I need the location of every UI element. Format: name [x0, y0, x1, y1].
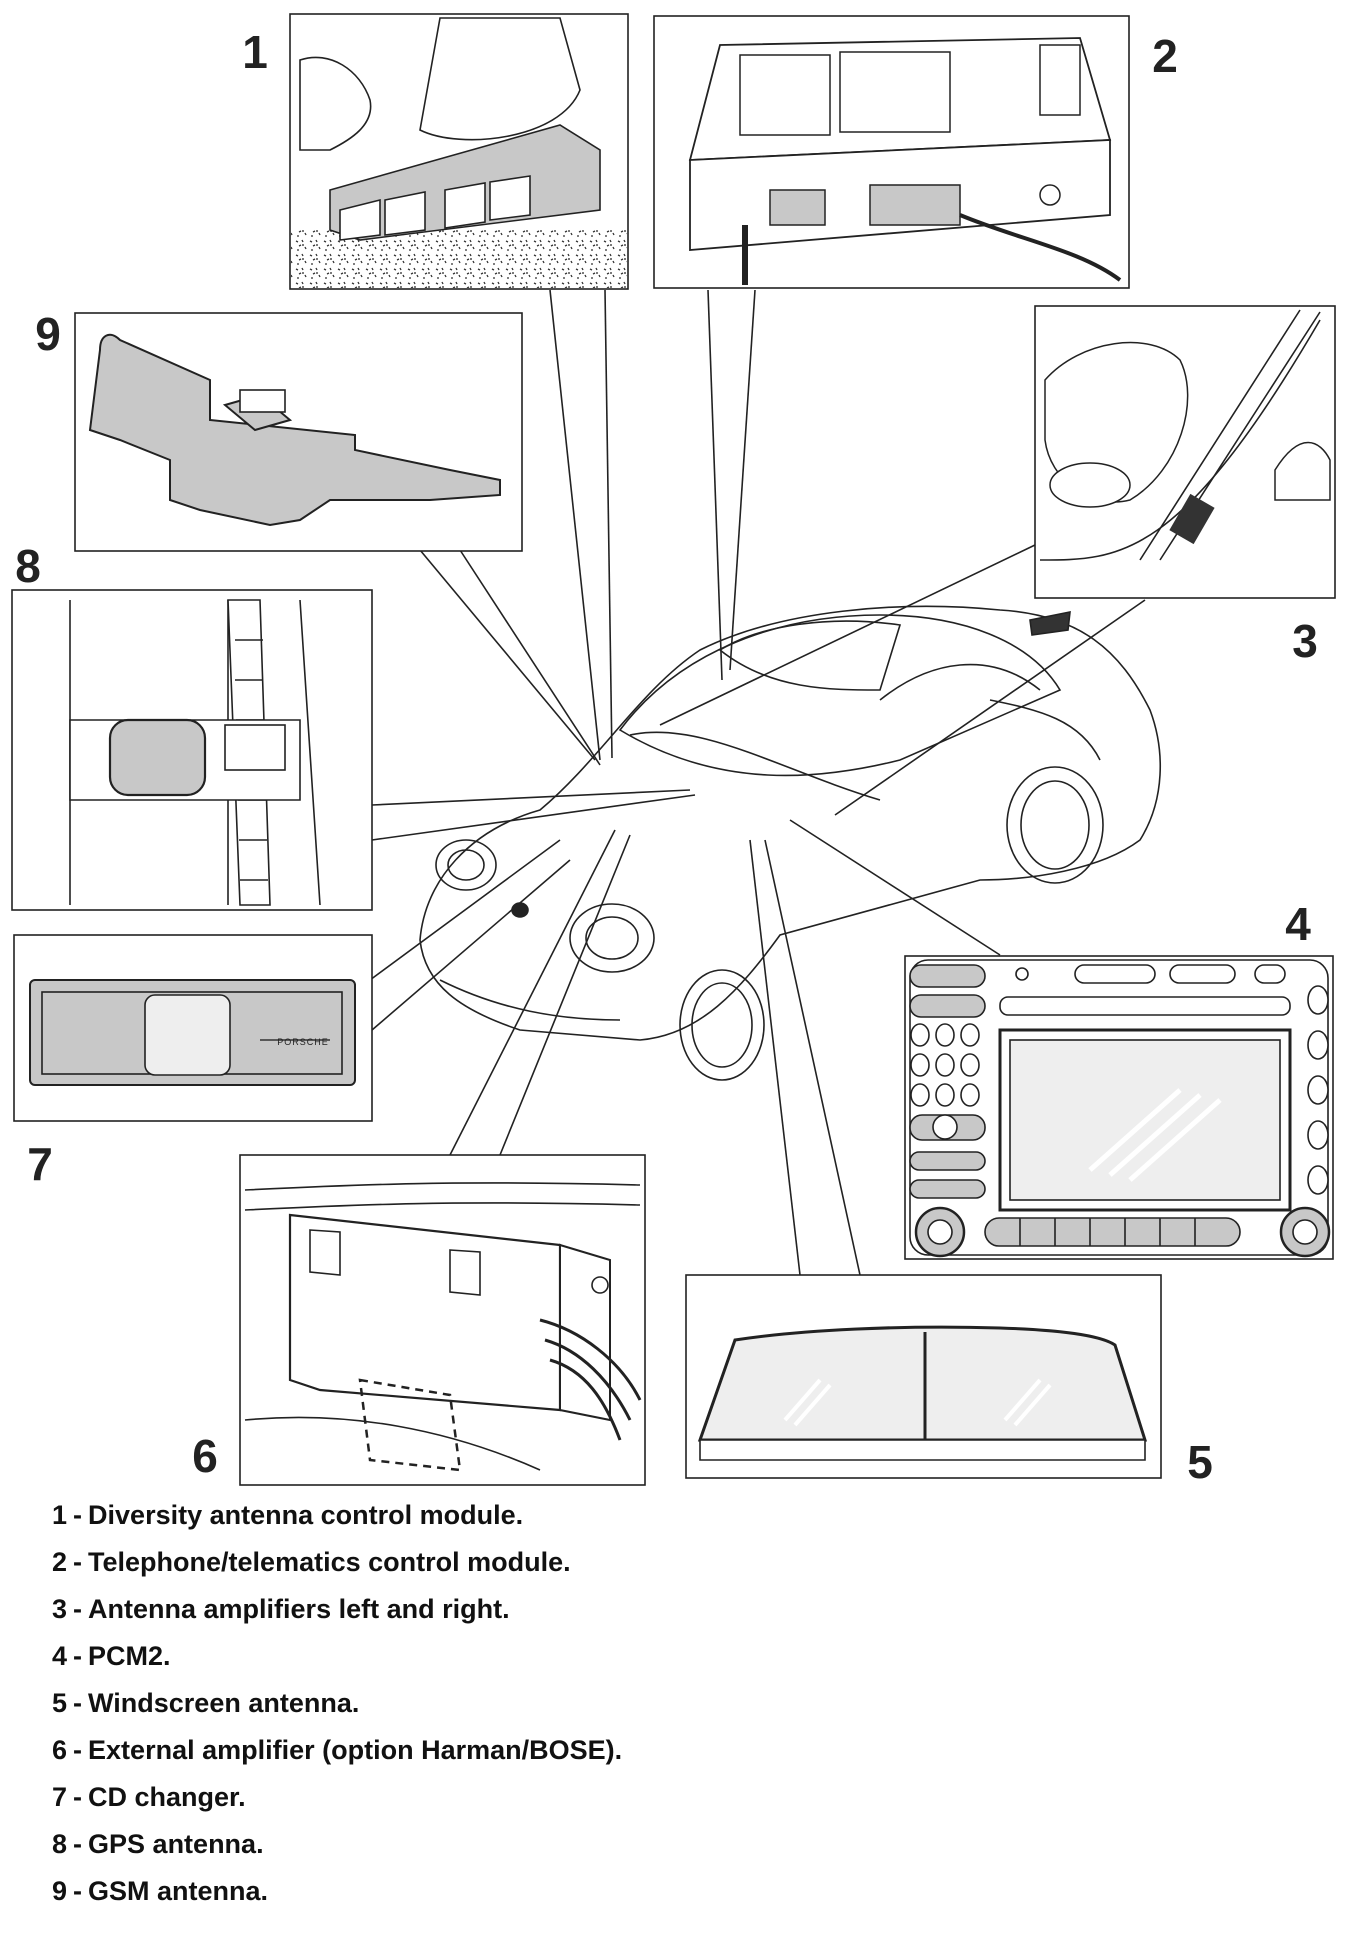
car-illustration — [419, 605, 1162, 1081]
legend-item: 7-CD changer. — [52, 1782, 246, 1812]
panel-6-external-amplifier — [239, 1154, 646, 1486]
legend-item: 5-Windscreen antenna. — [52, 1688, 360, 1718]
legend-item: 6-External amplifier (option Harman/BOSE… — [52, 1735, 623, 1765]
panel-1-diversity-module — [289, 13, 629, 290]
panel-9-gsm-antenna — [74, 312, 523, 552]
callout-number-8: 8 — [15, 540, 41, 592]
legend-item: 3-Antenna amplifiers left and right. — [52, 1594, 510, 1624]
panel-2-telematics-module — [653, 15, 1130, 289]
callout-number-9: 9 — [35, 308, 61, 360]
callout-number-4: 4 — [1285, 898, 1311, 950]
callout-number-6: 6 — [192, 1430, 218, 1482]
panel-3-antenna-amplifier — [1034, 305, 1336, 599]
callout-number-5: 5 — [1187, 1436, 1213, 1488]
callout-number-3: 3 — [1292, 615, 1318, 667]
legend-item: 9-GSM antenna. — [52, 1876, 269, 1906]
legend-item: 8-GPS antenna. — [52, 1829, 264, 1859]
leader-lines — [369, 289, 1146, 1276]
callout-number-7: 7 — [27, 1138, 53, 1190]
callout-legend: 1-Diversity antenna control module. 2-Te… — [52, 1492, 1052, 1915]
legend-item: 4-PCM2. — [52, 1641, 171, 1671]
callout-number-2: 2 — [1152, 30, 1178, 82]
legend-item: 1-Diversity antenna control module. — [52, 1500, 524, 1530]
callout-numbers: 1 2 3 4 5 6 7 8 9 — [15, 26, 1318, 1488]
legend-item: 2-Telephone/telematics control module. — [52, 1547, 571, 1577]
cd-changer-brand: PORSCHE — [277, 1037, 329, 1047]
panel-7-cd-changer — [13, 934, 373, 1122]
panel-8-gps-antenna — [11, 589, 373, 911]
panel-5-windscreen-antenna — [685, 1274, 1162, 1479]
callout-number-1: 1 — [242, 26, 268, 78]
panel-4-pcm2-unit — [904, 955, 1334, 1260]
